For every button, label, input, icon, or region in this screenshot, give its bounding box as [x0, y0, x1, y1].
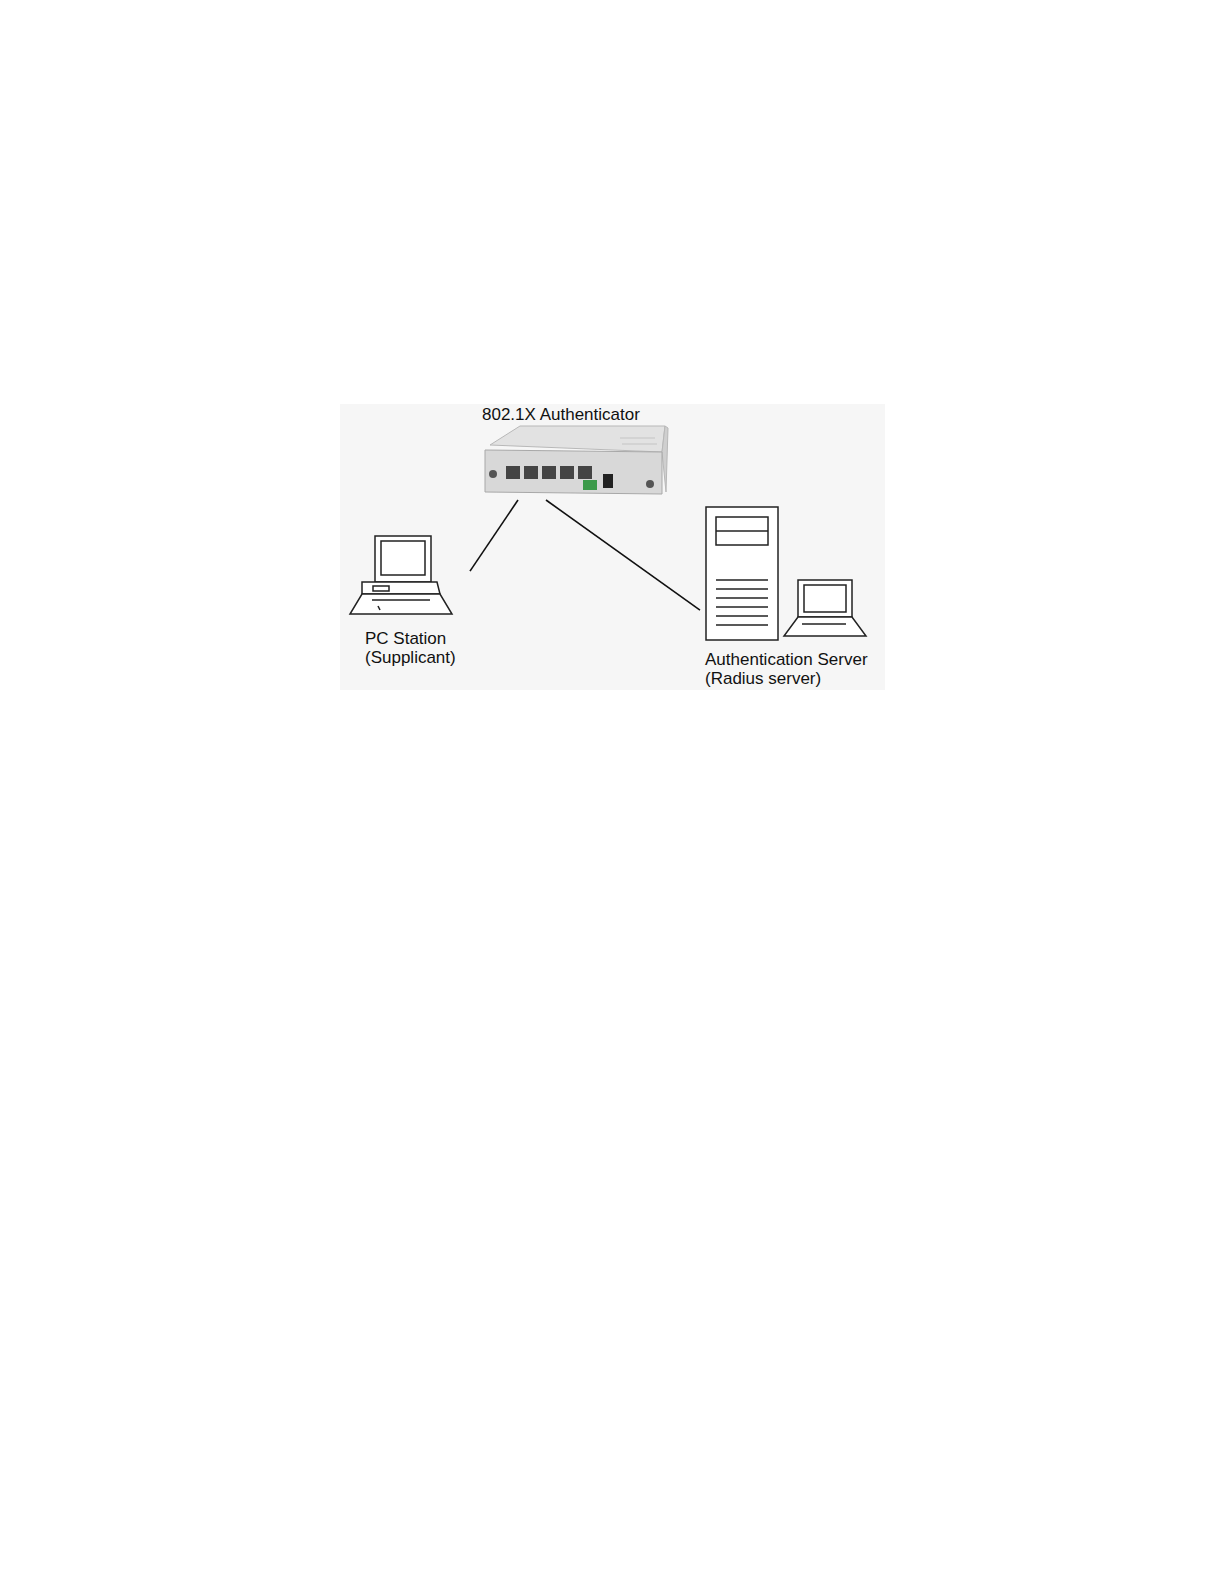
network-cable — [546, 500, 700, 610]
node-label: 802.1X Authenticator — [482, 405, 682, 424]
switch-illustration — [485, 426, 668, 494]
node-label: PC Station (Supplicant) — [365, 629, 475, 667]
server-node: Authentication Server (Radius server) — [700, 500, 905, 690]
server-icon — [706, 507, 866, 640]
pc-icon — [350, 536, 452, 614]
supplicant-node: PC Station (Supplicant) — [345, 533, 470, 669]
photo-ground — [340, 404, 885, 690]
node-label: Authentication Server (Radius server) — [705, 650, 905, 688]
authenticator-node: 802.1X Authenticator — [478, 405, 678, 500]
network-cable — [470, 500, 518, 571]
